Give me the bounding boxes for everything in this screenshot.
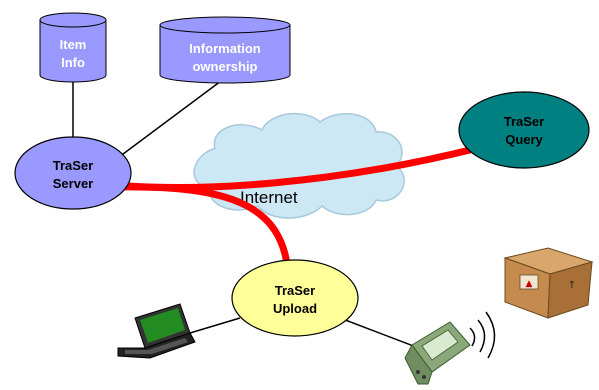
query-label-2: Query [505, 132, 543, 147]
traser-server-node: TraSer Server [14, 136, 132, 210]
info-ownership-label-2: ownership [192, 59, 257, 74]
item-info-label: Item [60, 37, 87, 52]
connector-ownership-server [114, 77, 226, 161]
internet-cloud: Internet [193, 112, 405, 219]
server-label-2: Server [53, 176, 93, 191]
item-info-database: Item Info [39, 12, 107, 83]
laptop-icon [117, 303, 196, 359]
item-info-label-2: Info [61, 55, 85, 70]
traser-query-node: TraSer Query [458, 91, 590, 169]
wireless-signal-icon [469, 311, 496, 359]
info-ownership-label: Information [189, 41, 261, 56]
info-ownership-database: Information ownership [159, 16, 291, 84]
traser-upload-node: TraSer Upload [231, 259, 359, 337]
server-label-1: TraSer [53, 158, 93, 173]
connector-upload-laptop [189, 317, 241, 334]
upload-label-1: TraSer [275, 283, 315, 298]
query-label-1: TraSer [504, 114, 544, 129]
upload-label-2: Upload [273, 301, 317, 316]
internet-label: Internet [240, 188, 298, 207]
package-box-icon: ▲ ↑ [503, 247, 594, 319]
svg-text:↑: ↑ [568, 280, 576, 291]
link-server-upload [114, 183, 292, 273]
svg-text:▲: ▲ [526, 279, 533, 289]
handheld-scanner-icon [404, 321, 471, 385]
